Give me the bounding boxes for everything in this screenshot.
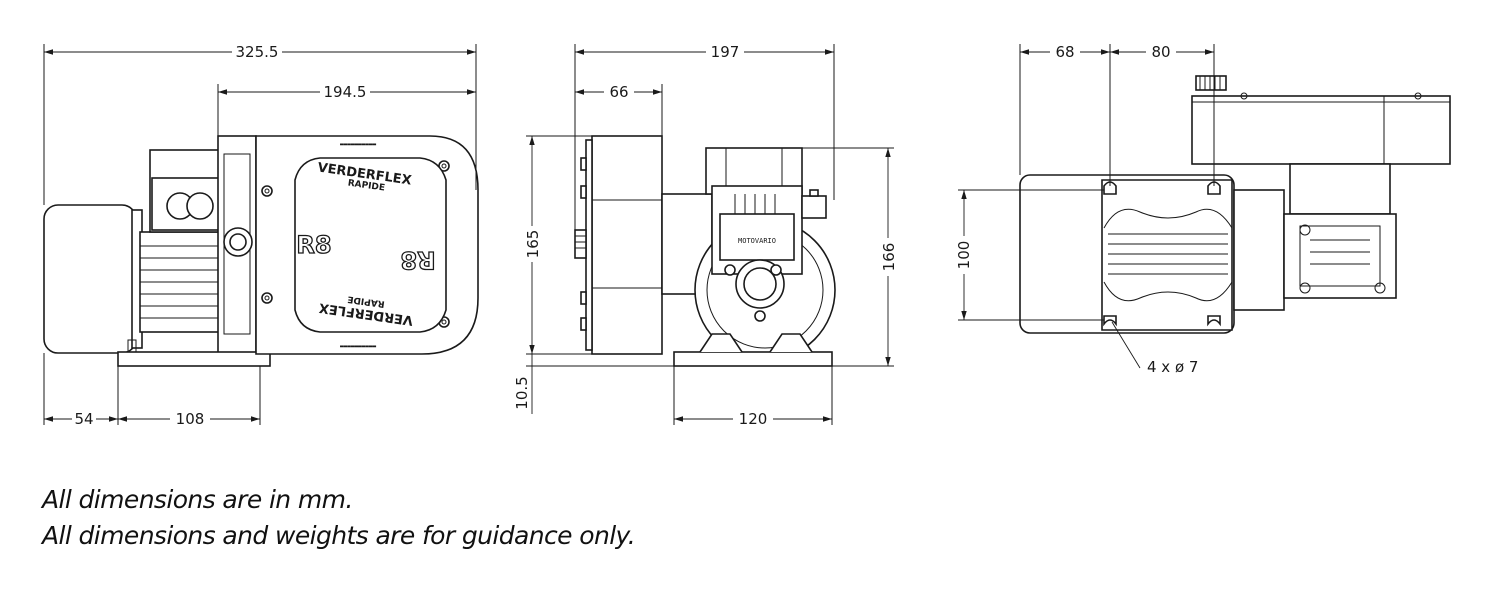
dim-head-height: 165 [524,230,542,259]
gearbox-feet [673,351,833,367]
gearbox-label: MOTOVARIO [738,237,776,245]
label-fine-print-bottom: ▬▬▬▬▬▬▬▬▬▬ [340,343,377,350]
pump-head-side [591,135,663,355]
side-view: MOTOVARIO 197 66 165 16 [513,43,898,428]
cable-gland [801,195,827,219]
mount-holes [1103,181,1221,327]
dim-head-depth: 66 [609,83,628,101]
side-bolts [574,157,587,331]
dim-pump-length: 194.5 [324,83,367,101]
gearbox-coupling-top [1233,189,1285,311]
gearbox-fins [734,194,776,214]
foot-plate [1101,179,1233,331]
model-label-left: R8 [296,231,331,259]
label-fine-print-top: ▬▬▬▬▬▬▬▬▬▬ [340,141,377,148]
top-view: 68 80 100 4 x ø 7 [955,43,1451,376]
dim-base-offset: 10.5 [513,376,531,409]
dim-base-length: 108 [176,410,205,428]
notes: All dimensions are in mm. All dimensions… [42,482,636,554]
dim-hole-offset: 68 [1055,43,1074,61]
model-label-right: R8 [400,246,435,274]
dim-overall-length: 325.5 [236,43,279,61]
pump-cover-window [294,157,447,333]
dim-overall-height: 166 [880,243,898,272]
base-plate [117,351,271,367]
pump-head-top [1191,95,1451,165]
dim-foot-spacing: 120 [739,410,768,428]
motor-fins [139,231,221,333]
dim-overall-width: 197 [711,43,740,61]
motor-body [43,204,137,354]
motor-fins-top [1108,233,1228,275]
front-view: ▬▬▬▬▬▬▬▬▬▬ ▬▬▬▬▬▬▬▬▬▬ VERDERFLEX RAPIDE … [43,43,479,428]
note-units: All dimensions are in mm. [42,485,353,514]
hole-callout: 4 x ø 7 [1147,358,1198,376]
dim-hole-spacing-x: 80 [1151,43,1170,61]
note-guidance: All dimensions and weights are for guida… [42,521,636,550]
adjust-knob [1195,75,1227,91]
dim-hole-spacing-y: 100 [955,241,973,270]
dim-motor-overhang: 54 [74,410,93,428]
